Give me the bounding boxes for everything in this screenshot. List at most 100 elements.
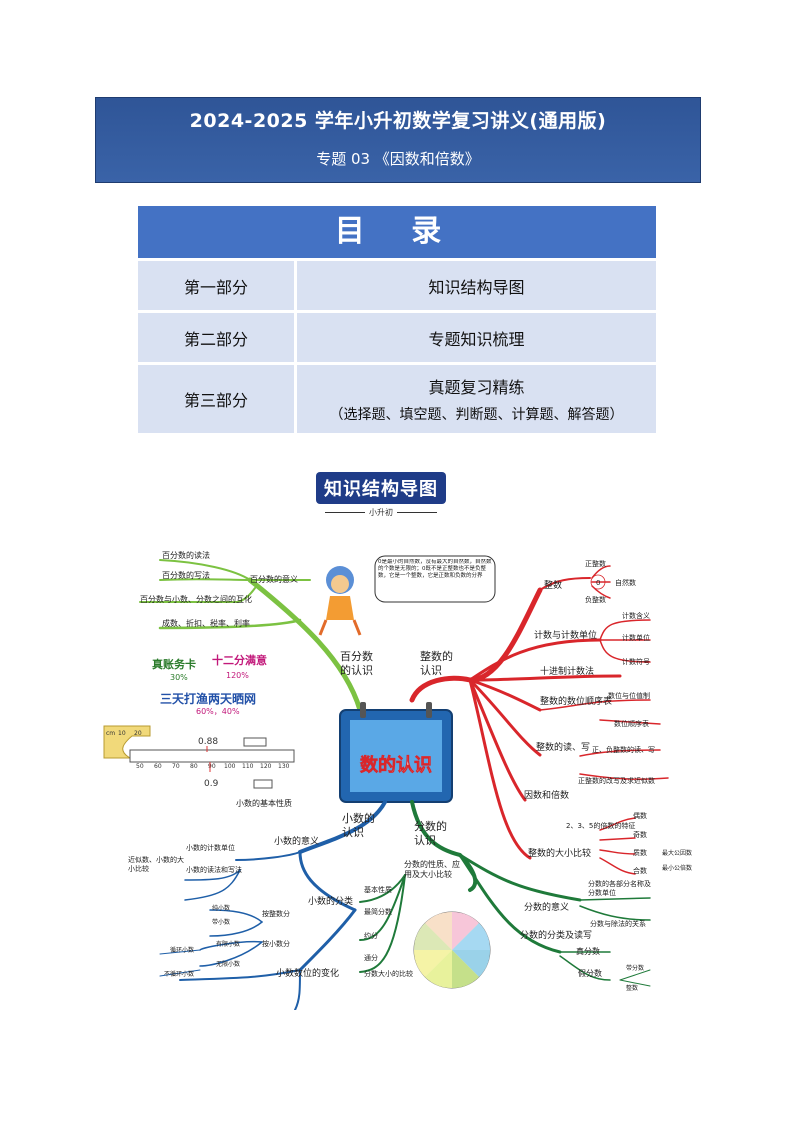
svg-text:数位与位值制: 数位与位值制 — [608, 691, 650, 700]
toc-part: 第一部分 — [138, 261, 297, 310]
svg-text:无限小数: 无限小数 — [216, 960, 240, 968]
percent-item: 百分数与小数、分数之间的互化 — [140, 594, 252, 604]
center-label: 数的认识 — [360, 754, 432, 776]
document-title: 2024-2025 学年小升初数学复习讲义(通用版) — [189, 110, 607, 132]
branch-decimal — [159, 800, 387, 1010]
svg-text:小数的分类: 小数的分类 — [308, 895, 353, 907]
svg-text:正、负整数的读、写: 正、负整数的读、写 — [592, 745, 655, 754]
svg-text:90: 90 — [208, 763, 216, 770]
toc-section-subtitle: （选择题、填空题、判断题、计算题、解答题） — [329, 407, 624, 423]
toc-section: 真题复习精练 （选择题、填空题、判断题、计算题、解答题） — [329, 378, 624, 423]
svg-text:110: 110 — [242, 763, 254, 770]
svg-text:不循环小数: 不循环小数 — [164, 970, 194, 978]
svg-text:60: 60 — [154, 763, 162, 770]
svg-text:最大公因数: 最大公因数 — [662, 849, 692, 857]
sign-text: 三天打渔两天晒网 — [160, 691, 256, 706]
svg-text:约分: 约分 — [364, 931, 378, 940]
sign-text: 十二分满意 — [212, 653, 267, 667]
svg-text:0.88: 0.88 — [198, 737, 218, 747]
percent-item: 成数、折扣、税率、利率 — [162, 618, 250, 628]
svg-text:循环小数: 循环小数 — [170, 946, 194, 954]
svg-text:20: 20 — [134, 730, 142, 737]
svg-text:分数的分类及读写: 分数的分类及读写 — [520, 929, 592, 941]
svg-text:70: 70 — [172, 763, 180, 770]
speech-text: 0是最小的自然数，没有最大的自然数，自然数的个数是无限的；0既不是正整数也不是负… — [378, 559, 492, 579]
svg-text:纯小数: 纯小数 — [212, 904, 230, 912]
svg-text:100: 100 — [224, 763, 236, 770]
mindmap-title: 知识结构导图 小升初 — [313, 472, 449, 518]
svg-text:整数的数位顺序表: 整数的数位顺序表 — [540, 695, 612, 707]
svg-text:合数: 合数 — [633, 866, 647, 875]
svg-text:数位顺序表: 数位顺序表 — [614, 719, 649, 728]
svg-text:分数与除法的关系: 分数与除法的关系 — [590, 919, 646, 928]
toc-section: 知识结构导图 — [428, 277, 525, 297]
branch-integer — [409, 565, 669, 875]
cartoon-character — [318, 566, 362, 636]
svg-text:0: 0 — [596, 579, 600, 587]
toc-part: 第二部分 — [138, 313, 297, 362]
table-of-contents: 目 录 第一部分 知识结构导图 第二部分 专题知识梳理 第三部分 真题复习精练 … — [138, 206, 656, 433]
toc-row[interactable]: 第一部分 知识结构导图 — [138, 258, 656, 310]
decimal-branch-label: 小数的 — [342, 811, 375, 825]
sign-text: 真账务卡 — [152, 657, 196, 671]
sign-value: 120% — [226, 671, 249, 680]
svg-text:小数的读法和写法: 小数的读法和写法 — [186, 865, 242, 874]
svg-text:基本性质: 基本性质 — [364, 885, 392, 894]
svg-text:带小数: 带小数 — [212, 918, 230, 926]
integer-branch-label: 整数的 — [420, 649, 453, 663]
svg-text:有限小数: 有限小数 — [216, 940, 240, 948]
svg-text:偶数: 偶数 — [633, 811, 647, 820]
svg-text:正整数的改写及求近似数: 正整数的改写及求近似数 — [578, 776, 655, 785]
svg-text:整数的读、写: 整数的读、写 — [536, 741, 590, 753]
mindmap-subtitle: 小升初 — [313, 507, 449, 518]
svg-text:认识: 认识 — [420, 664, 442, 677]
percent-signs-illustration: 真账务卡 30% 十二分满意 120% 三天打渔两天晒网 60%，40% — [152, 653, 267, 716]
mindmap: 百分数的读法 百分数的写法 百分数的意义 百分数与小数、分数之间的互化 成数、折… — [103, 550, 692, 1010]
svg-text:130: 130 — [278, 763, 290, 770]
svg-text:奇数: 奇数 — [633, 830, 647, 839]
svg-text:50: 50 — [136, 763, 144, 770]
sign-value: 60%，40% — [196, 707, 240, 716]
ruler-illustration: cm 10 20 50 60 70 80 90 100 110 120 130 … — [103, 725, 295, 789]
svg-text:的认识: 的认识 — [340, 663, 373, 677]
toc-section: 专题知识梳理 — [428, 329, 525, 349]
toc-row[interactable]: 第二部分 专题知识梳理 — [138, 310, 656, 362]
svg-text:小数的计数单位: 小数的计数单位 — [186, 843, 235, 852]
header-banner: 2024-2025 学年小升初数学复习讲义(通用版) 专题 03 《因数和倍数》 — [95, 97, 701, 183]
center-node: 数的认识 — [339, 702, 453, 803]
svg-text:按小数分: 按小数分 — [262, 939, 290, 948]
toc-row[interactable]: 第三部分 真题复习精练 （选择题、填空题、判断题、计算题、解答题） — [138, 362, 656, 433]
speech-bubble — [374, 555, 496, 603]
svg-text:十进制计数法: 十进制计数法 — [540, 665, 594, 677]
svg-text:正整数: 正整数 — [585, 559, 606, 568]
svg-text:最小公倍数: 最小公倍数 — [662, 864, 692, 872]
svg-text:2、3、5的倍数的特征: 2、3、5的倍数的特征 — [566, 821, 635, 830]
fraction-branch-label: 分数的 — [414, 819, 447, 833]
document-subtitle: 专题 03 《因数和倍数》 — [316, 150, 480, 168]
toc-title: 目 录 — [138, 206, 656, 258]
sign-value: 30% — [170, 673, 188, 682]
percent-item: 百分数的读法 — [162, 550, 210, 560]
svg-text:通分: 通分 — [364, 953, 378, 962]
svg-text:假分数: 假分数 — [578, 968, 602, 978]
svg-text:真分数: 真分数 — [576, 946, 600, 956]
svg-text:认识: 认识 — [342, 826, 364, 839]
svg-text:cm: cm — [106, 730, 115, 737]
svg-text:0.9: 0.9 — [204, 779, 219, 789]
svg-text:整数的大小比较: 整数的大小比较 — [528, 847, 591, 859]
svg-text:最简分数: 最简分数 — [364, 907, 392, 916]
percent-item: 百分数的意义 — [250, 574, 298, 584]
svg-text:80: 80 — [190, 763, 198, 770]
svg-text:整数: 整数 — [626, 984, 638, 992]
svg-text:分数的意义: 分数的意义 — [524, 901, 569, 913]
svg-text:计数符号: 计数符号 — [622, 657, 650, 666]
svg-text:因数和倍数: 因数和倍数 — [524, 789, 569, 801]
svg-text:按整数分: 按整数分 — [262, 909, 290, 918]
svg-text:质数: 质数 — [633, 848, 647, 857]
integer-item: 整数 — [544, 579, 562, 591]
svg-text:120: 120 — [260, 763, 272, 770]
svg-text:计数单位: 计数单位 — [622, 633, 650, 642]
svg-text:小数数位的变化: 小数数位的变化 — [276, 967, 339, 979]
svg-text:小数的基本性质: 小数的基本性质 — [236, 798, 292, 808]
fraction-pie-illustration — [413, 911, 491, 989]
